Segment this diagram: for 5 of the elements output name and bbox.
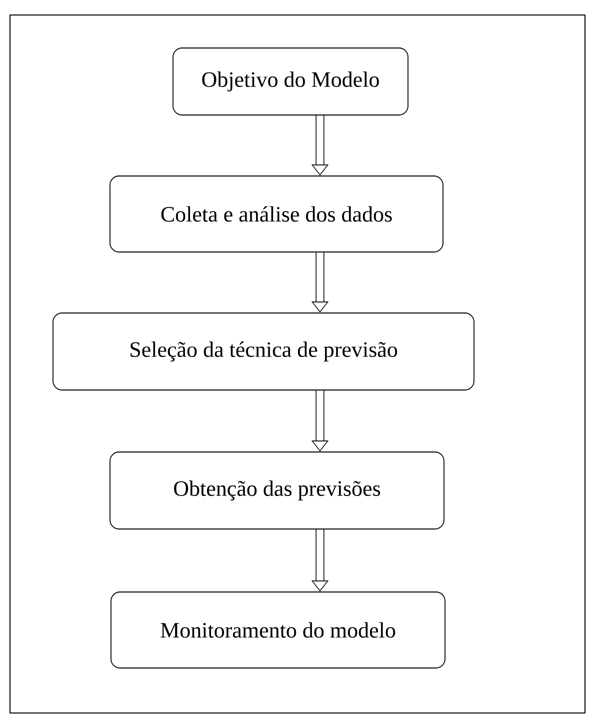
process-box: Seleção da técnica de previsão: [52, 312, 474, 390]
process-box: Coleta e análise dos dados: [110, 176, 444, 252]
process-box: Objetivo do Modelo: [172, 48, 408, 116]
process-box: Obtenção das previsões: [110, 452, 444, 530]
process-box: Monitoramento do modelo: [110, 592, 446, 668]
